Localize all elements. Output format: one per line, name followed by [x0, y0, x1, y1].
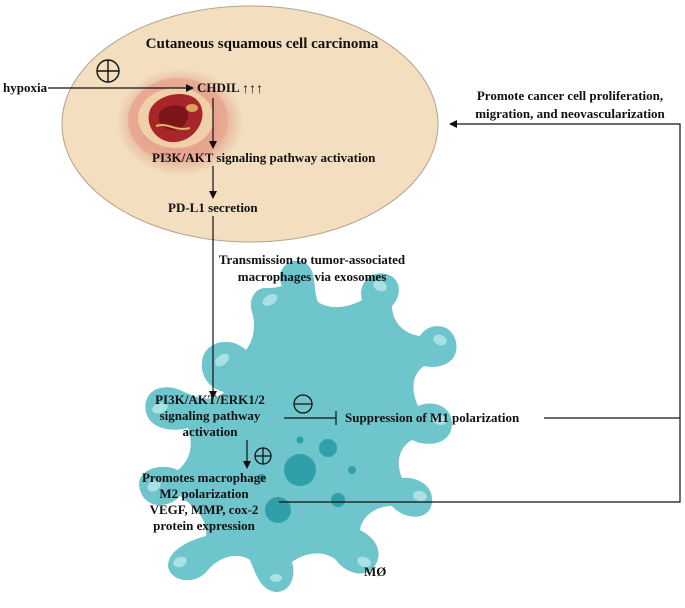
hypoxia-label: hypoxia	[3, 80, 48, 95]
macrophage-label: MØ	[364, 564, 386, 579]
pathway-line2: signaling pathway	[160, 408, 261, 423]
chdil-up-arrows: ↑↑↑	[242, 82, 263, 97]
feedback-loop-line	[279, 120, 681, 503]
symbols	[96, 59, 313, 465]
tumor-lesion	[116, 68, 244, 176]
nucleus-large	[284, 454, 316, 486]
macrophage-highlights	[147, 280, 447, 582]
suppression-label: Suppression of M1 polarization	[345, 410, 520, 425]
promote-plus-icon	[96, 59, 120, 83]
expression-line1: VEGF, MMP, cox-2	[150, 502, 259, 517]
expression-line2: protein expression	[153, 518, 255, 533]
macrophage-cell	[139, 260, 457, 592]
tumor-ellipse	[61, 5, 439, 243]
chdil-label: CHDIL	[197, 80, 240, 95]
macrophage-body	[139, 260, 457, 592]
tumor-title: Cutaneous squamous cell carcinoma	[146, 36, 379, 52]
labels: Cutaneous squamous cell carcinoma hypoxi…	[3, 36, 666, 579]
transmission-line1: Transmission to tumor-associated	[219, 252, 406, 267]
inhibit-minus-icon	[293, 394, 313, 414]
promotes-line2: M2 polarization	[159, 486, 249, 501]
feedback-line2: migration, and neovascularization	[475, 106, 665, 121]
promote-plus-small-icon	[254, 447, 272, 465]
macrophage-vesicles	[258, 436, 356, 523]
pathway-line3: activation	[183, 424, 239, 439]
transmission-line2: macrophages via exosomes	[238, 269, 387, 284]
feedback-line1: Promote cancer cell proliferation,	[477, 88, 663, 103]
promotes-line1: Promotes macrophage	[142, 470, 266, 485]
pdl1-label: PD-L1 secretion	[168, 200, 258, 215]
connectors	[48, 84, 681, 503]
pi3k-akt-label: PI3K/AKT signaling pathway activation	[152, 150, 376, 165]
nucleus-medium	[265, 497, 291, 523]
pathway-line1: PI3K/AKT/ERK1/2	[155, 392, 265, 407]
tumor-cell	[61, 5, 439, 243]
